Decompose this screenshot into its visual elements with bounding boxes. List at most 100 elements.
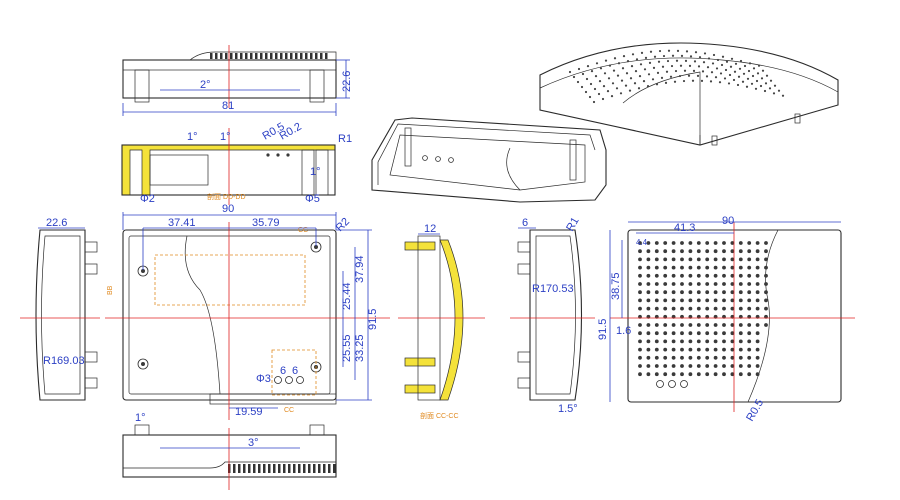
- vent-hole: [730, 57, 734, 60]
- vent-hole: [638, 331, 642, 336]
- vent-hole: [638, 306, 642, 311]
- vent-hole: [577, 67, 581, 71]
- vent-hole: [595, 62, 599, 65]
- vent-slot: [333, 464, 336, 473]
- vent-hole: [764, 282, 768, 286]
- back-view: 90 41.3 91.5 38.75 4.4 1.6 R0.5: [597, 215, 855, 424]
- vent-hole: [696, 257, 701, 262]
- vent-hole: [705, 282, 710, 286]
- vent-hole: [722, 347, 726, 352]
- vent-hole: [696, 290, 701, 295]
- front-view-boss-bl: [137, 358, 149, 370]
- vent-hole: [671, 257, 676, 262]
- vent-hole: [599, 67, 603, 70]
- vent-hole: [654, 331, 659, 336]
- vent-hole: [586, 64, 590, 68]
- vent-hole: [688, 306, 693, 311]
- vent-hole: [616, 74, 620, 77]
- vent-hole: [666, 59, 670, 63]
- vent-slot: [280, 53, 283, 59]
- vent-hole: [747, 241, 752, 245]
- iso-foot-1: [711, 135, 718, 146]
- vent-hole: [629, 77, 633, 80]
- vent-hole: [661, 65, 665, 68]
- vent-hole: [688, 249, 693, 254]
- vent-slot: [303, 464, 306, 473]
- vent-hole: [680, 241, 684, 245]
- front-view-corner-r: R2: [334, 216, 352, 234]
- vent-hole: [622, 55, 626, 58]
- iso-lid-corners: [539, 95, 701, 145]
- front-view-left-w: 37.41: [168, 217, 196, 229]
- back-view-led-1: [656, 380, 664, 388]
- vent-hole: [646, 364, 651, 368]
- vent-hole: [671, 54, 675, 57]
- vent-hole: [755, 282, 760, 286]
- section-dd-angle-c: 1°: [310, 166, 321, 178]
- vent-hole: [663, 249, 668, 254]
- vent-hole: [738, 347, 743, 352]
- vent-hole: [711, 62, 715, 65]
- front-view-boss-tr-hole: [314, 245, 318, 249]
- vent-hole: [707, 57, 711, 60]
- vent-hole: [738, 298, 743, 303]
- vent-hole: [713, 290, 718, 295]
- vent-hole: [638, 241, 642, 245]
- vent-hole: [705, 355, 710, 360]
- front-view-pitch-a: 6: [280, 365, 286, 377]
- vent-hole: [730, 249, 735, 254]
- vent-slot: [288, 464, 291, 473]
- vent-hole: [638, 347, 642, 352]
- vent-hole: [713, 265, 718, 270]
- vent-hole: [685, 50, 689, 53]
- section-dd-inner-left: [149, 154, 209, 186]
- vent-hole: [680, 290, 684, 295]
- front-view-led-3: [296, 376, 304, 384]
- vent-hole: [680, 54, 684, 57]
- vent-hole: [680, 372, 684, 377]
- vent-hole: [734, 62, 738, 65]
- right-view-radius: R170.53: [532, 283, 574, 295]
- iso-box-hole-1: [422, 155, 428, 161]
- vent-hole: [713, 355, 718, 360]
- bottom-view-outline: [122, 434, 337, 478]
- vent-hole: [680, 249, 684, 254]
- vent-hole: [730, 273, 735, 278]
- top-view-width: 81: [222, 100, 234, 112]
- vent-hole: [705, 331, 710, 336]
- vent-slot: [268, 464, 271, 473]
- vent-hole: [646, 306, 651, 311]
- vent-hole: [755, 290, 760, 295]
- top-view-height: 22.6: [341, 71, 353, 92]
- vent-hole: [696, 241, 701, 245]
- vent-slot: [260, 53, 263, 59]
- front-view-section-b: CC: [284, 407, 294, 414]
- vent-hole: [601, 97, 605, 101]
- front-view-outline: [122, 229, 337, 401]
- vent-hole: [656, 71, 660, 74]
- vent-hole: [642, 80, 646, 83]
- vent-hole: [592, 100, 596, 104]
- vent-hole: [664, 81, 668, 84]
- top-view-angle: 2°: [200, 79, 211, 91]
- vent-hole: [663, 339, 668, 344]
- vent-hole: [680, 298, 684, 303]
- vent-hole: [722, 372, 726, 377]
- bottom-view-angle-small: 1°: [135, 412, 146, 424]
- vent-hole: [756, 72, 760, 75]
- vent-hole: [747, 265, 752, 270]
- vent-hole: [671, 355, 676, 360]
- vent-hole: [722, 331, 726, 336]
- iso-box-hole-3: [448, 157, 454, 163]
- vent-hole: [663, 282, 668, 286]
- vent-hole: [700, 79, 704, 82]
- vent-hole: [663, 364, 668, 368]
- vent-hole: [635, 58, 639, 61]
- vent-hole: [696, 74, 700, 77]
- vent-hole: [620, 79, 624, 82]
- vent-hole: [646, 339, 651, 344]
- vent-hole: [637, 87, 641, 90]
- iso-foot-2: [794, 113, 801, 124]
- vent-hole: [738, 364, 743, 368]
- front-view-height: 91.5: [367, 309, 379, 330]
